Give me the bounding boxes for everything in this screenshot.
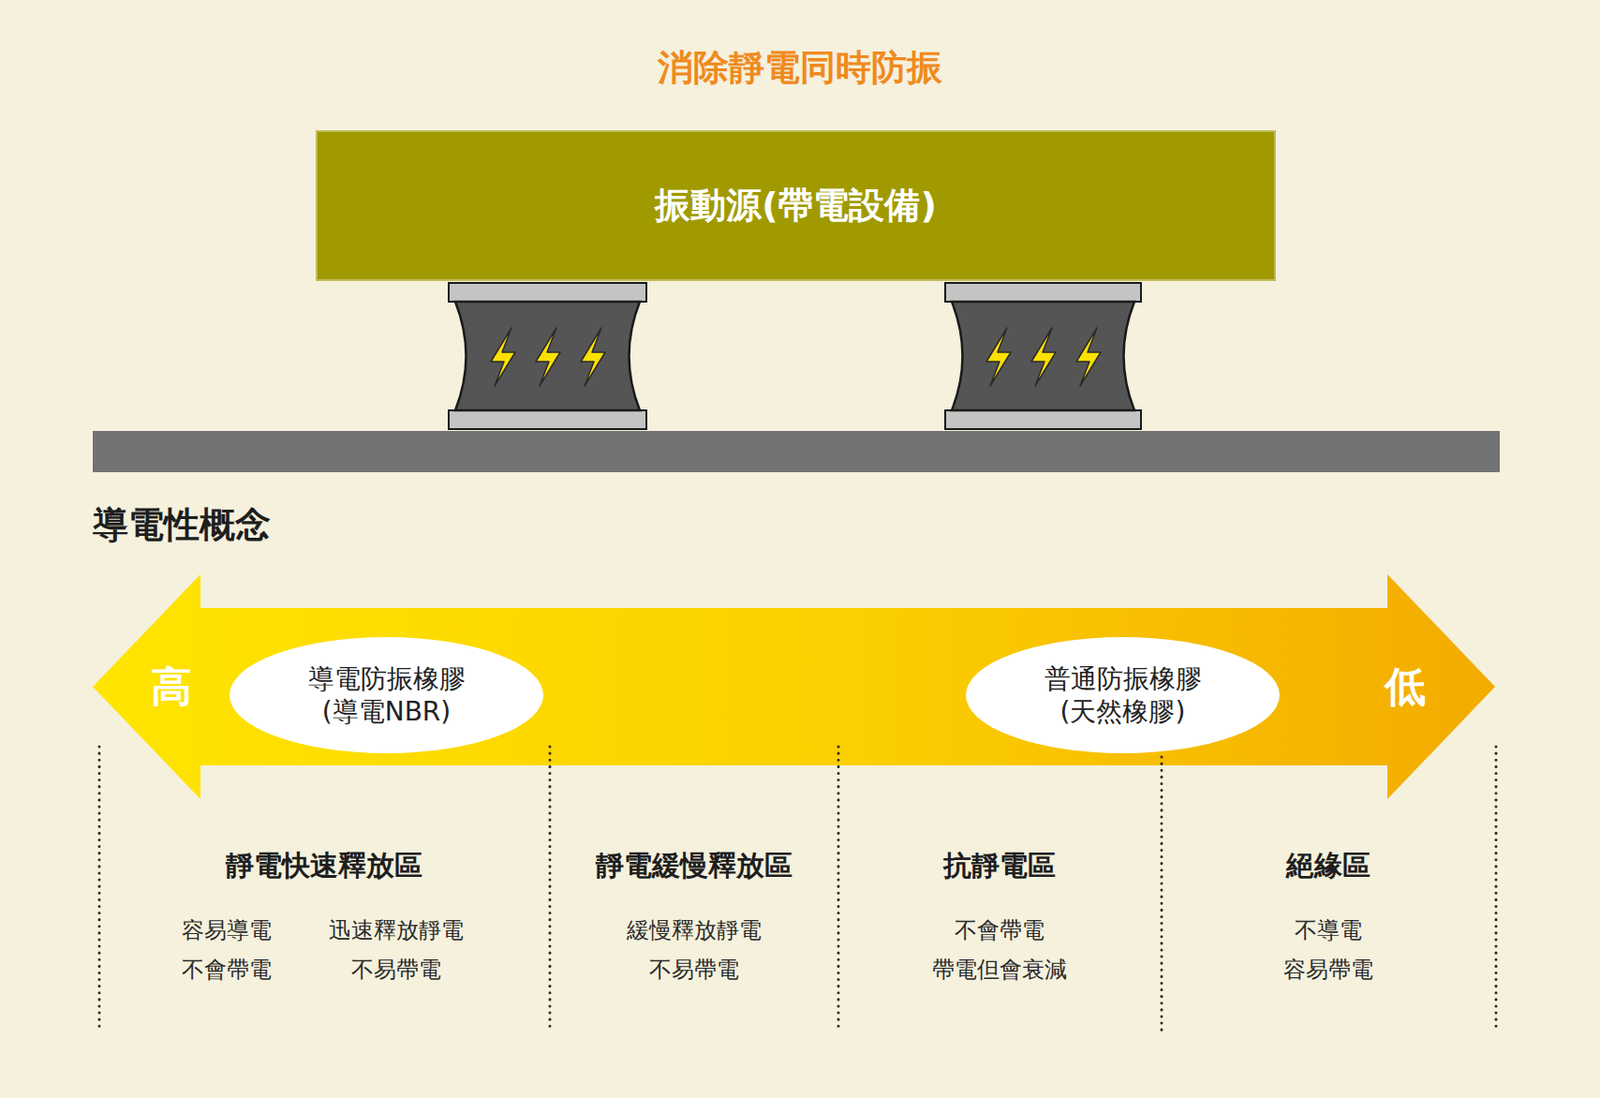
zone-heading: 抗靜電區 [943,848,1056,883]
ellipse-shape [229,637,544,754]
section-heading: 導電性概念 [92,503,271,548]
ground-bar [92,430,1500,473]
node-text: 振動源(帶電設備) [654,183,937,229]
ellipse-outline [965,637,1280,754]
zone-divider [99,746,1497,1031]
zone-heading: 絕緣區 [1286,848,1371,883]
zone-note: 不導電 [1294,917,1363,945]
ellipse-shape [965,637,1280,754]
zone-note: 容易帶電 [1283,956,1374,984]
zone-note: 不會帶電 [954,917,1045,945]
zone-heading: 靜電快速釋放區 [225,848,423,883]
zone-note: 帶電但會衰減 [932,956,1067,984]
node-text: (導電NBR) [322,695,451,728]
vibration-mount [945,282,1141,430]
zone-note: 迅速釋放靜電 [328,917,464,945]
vibration-mount [448,282,647,430]
conductivity-arrow [92,574,1496,800]
node-text: 普通防振橡膠 [1044,662,1202,696]
zone-note: 不會帶電 [181,956,272,984]
material-ellipse: 導電防振橡膠(導電NBR) [229,637,544,754]
material-ellipse: 普通防振橡膠(天然橡膠) [965,637,1280,754]
level-marker: 低 [1384,662,1426,712]
zone-note: 容易導電 [181,917,272,945]
title: 消除靜電同時防振 [657,46,943,90]
vibration-source-box: 振動源(帶電設備) [315,130,1276,282]
ellipse-outline [229,637,544,754]
node-text: (天然橡膠) [1060,695,1186,728]
zone-note: 緩慢釋放靜電 [626,917,762,945]
zone-note: 不易帶電 [649,956,740,984]
zone-note: 不易帶電 [351,956,442,984]
zone-heading: 靜電緩慢釋放區 [595,848,793,883]
level-marker: 高 [150,662,193,712]
node-text: 導電防振橡膠 [308,662,466,696]
